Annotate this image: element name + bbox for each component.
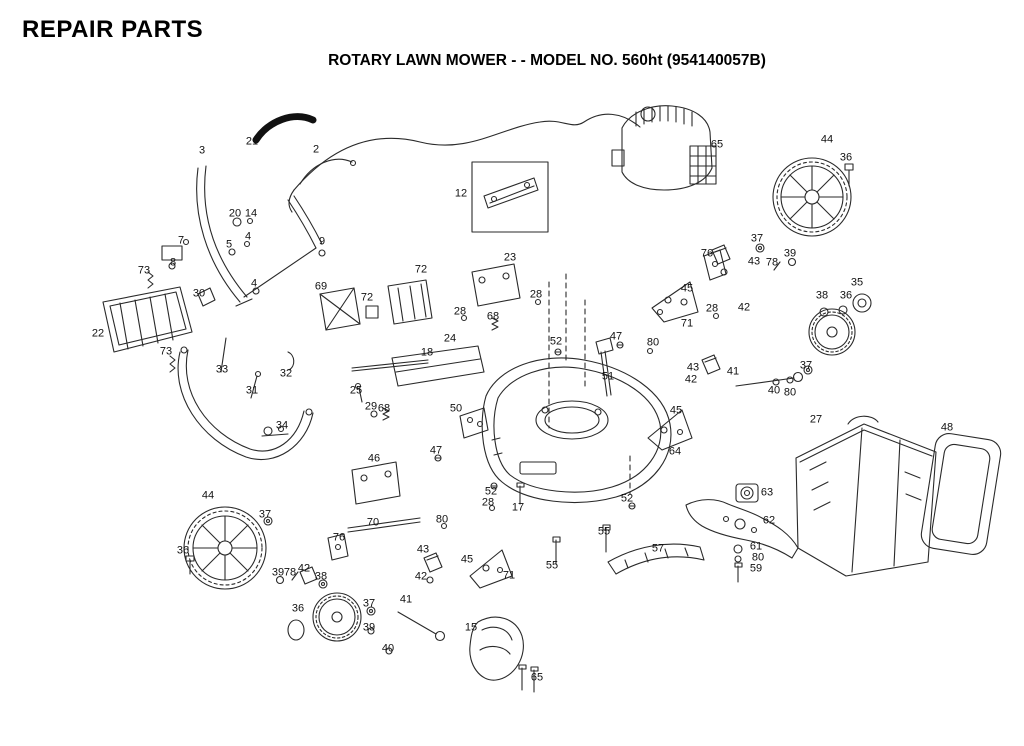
bag-handle	[847, 415, 879, 425]
debris-guard	[469, 616, 524, 681]
pivot-brackets	[469, 281, 699, 589]
rear-wheel-left	[183, 506, 267, 590]
deck-decal	[519, 461, 557, 475]
front-wheel-left	[287, 592, 362, 642]
lower-handle	[177, 337, 314, 461]
upper-handle	[147, 165, 326, 307]
grass-catcher-bag	[795, 415, 937, 577]
rear-skirt	[607, 543, 705, 575]
inset-box	[471, 161, 549, 233]
handle-grip	[252, 113, 317, 144]
bag-frame	[920, 433, 1002, 555]
rear-wheel-right	[772, 157, 854, 237]
engine	[611, 105, 717, 191]
page-title: REPAIR PARTS	[22, 16, 204, 43]
control-cable	[288, 113, 641, 213]
wheel-bolt	[844, 163, 854, 171]
front-wheel-right	[808, 293, 872, 356]
brackets-misc	[319, 263, 521, 505]
muffler-grid	[689, 145, 717, 185]
blade	[685, 499, 799, 559]
axle-assemblies	[263, 243, 813, 655]
model-subtitle: ROTARY LAWN MOWER - - MODEL NO. 560ht (9…	[328, 52, 766, 69]
rear-door-rod	[595, 337, 614, 397]
blade-adapter	[733, 483, 759, 583]
hubcap	[852, 293, 872, 313]
height-adjusters	[275, 244, 731, 589]
mower-deck	[481, 357, 672, 503]
hardware-misc	[434, 298, 720, 693]
discharge-chute	[102, 286, 193, 373]
reference-lines	[548, 273, 631, 495]
hubcap	[287, 619, 305, 641]
